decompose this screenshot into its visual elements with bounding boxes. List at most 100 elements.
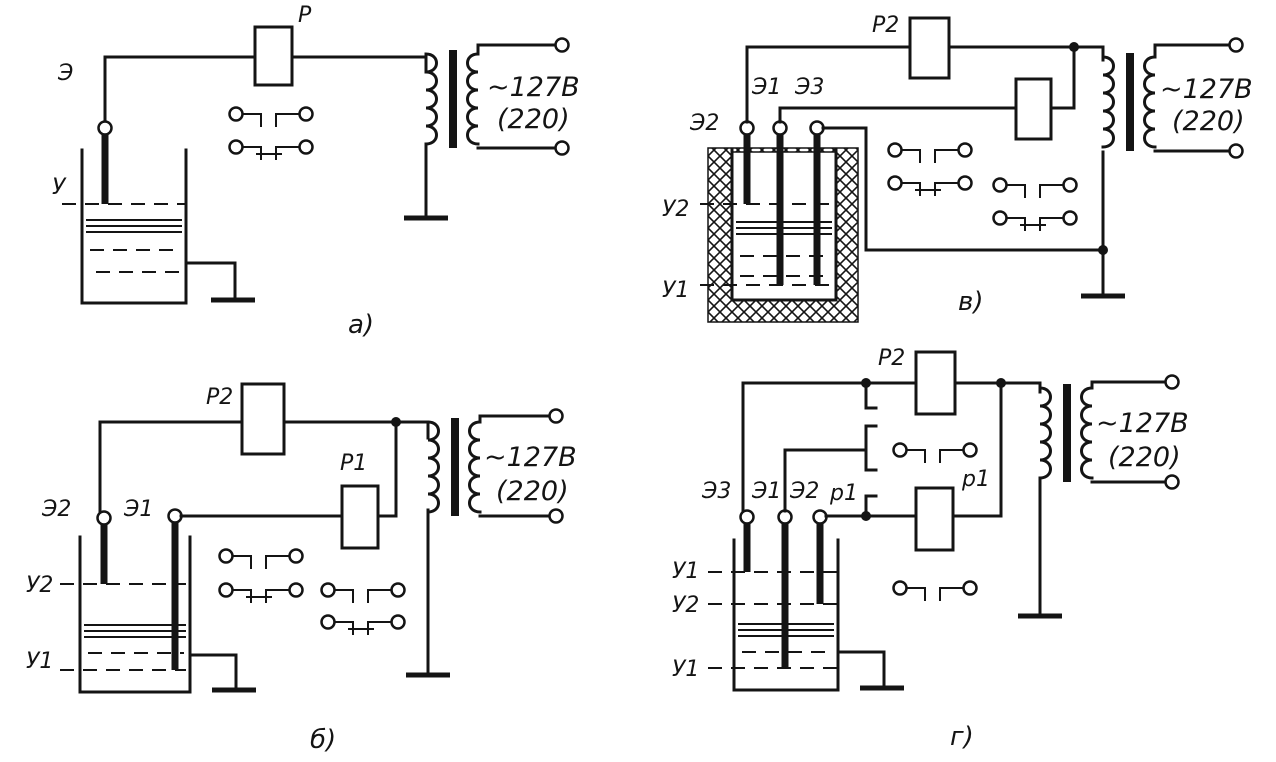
level-1-label: У1 [672, 657, 699, 682]
junction-dot [391, 417, 401, 427]
level-top-label: У1 [672, 559, 699, 584]
wire-tank-ground [188, 653, 238, 692]
panel-caption: б) [310, 725, 336, 755]
relay-2-label: Р2 [872, 13, 899, 38]
supply-terminal-top [554, 37, 570, 53]
panel-v: Р2 ~127В (220) Э1 Э3 Э2 У2 У1 в) [662, 13, 1253, 323]
supply-terminal-top [1228, 37, 1244, 53]
relay-2-coil [240, 382, 286, 456]
voltage-label: ~127В [1160, 74, 1253, 105]
relay-1-label: р1 [961, 467, 990, 492]
electrode-2-label: Э2 [789, 479, 819, 504]
level-1-label: У1 [662, 278, 689, 303]
relay-1-contact-closed [320, 614, 406, 637]
relay-1-coil [1014, 77, 1053, 141]
electrode-3-label: Э3 [701, 479, 731, 504]
wire-e3-return [821, 126, 1105, 252]
relay-2-contact-closed [218, 582, 304, 605]
tank [730, 148, 838, 302]
wire-relay1-junction [1049, 45, 1076, 110]
electrode-2-label: Э2 [689, 111, 719, 136]
voltage-label: ~127В [484, 442, 577, 473]
relay-1-contact-open [320, 582, 406, 605]
supply-terminal-top [548, 408, 564, 424]
voltage-label: ~127В [1096, 408, 1189, 439]
tank [80, 148, 188, 305]
supply-terminal-bottom [1164, 474, 1180, 490]
junction-dot [1069, 42, 1079, 52]
wire-contact-relay2 [864, 381, 878, 410]
wire-e1-contact [783, 424, 868, 513]
relay-2-coil [908, 16, 951, 80]
wire-e2-relay2 [98, 420, 244, 514]
voltage-alt-label: (220) [496, 476, 569, 507]
panel-a: Р ~127В (220) Э У а) [52, 3, 580, 340]
level-2-label: У2 [26, 573, 53, 598]
level-2-label: У2 [662, 197, 689, 222]
relay-2-contact-open [892, 442, 978, 465]
voltage-alt-label: (220) [1172, 106, 1245, 137]
relay-label: Р [298, 3, 312, 28]
level-1-label: У1 [26, 649, 53, 674]
electrode-2-terminal [96, 510, 112, 526]
electrode-1-label: Э1 [751, 479, 781, 504]
wire-tank-ground [836, 650, 886, 690]
wire-secondary [476, 43, 558, 150]
wire-secondary [1153, 43, 1232, 153]
wire-secondary [1090, 380, 1168, 484]
level-label: У [52, 175, 67, 200]
electrode-3-label: Э3 [794, 75, 824, 100]
panel-caption: в) [958, 287, 983, 317]
supply-terminal-bottom [548, 508, 564, 524]
tank [732, 538, 840, 692]
relay-2-coil [914, 350, 957, 416]
relay-1-label: Р1 [340, 451, 367, 476]
voltage-alt-label: (220) [1108, 442, 1181, 473]
relay-1-contact-label: р1 [829, 481, 858, 506]
panel-caption: г) [950, 722, 974, 752]
electrode-1-label: Э1 [751, 75, 781, 100]
transformer [426, 50, 478, 148]
wire-e2-relay2 [745, 45, 912, 124]
transformer [1103, 53, 1155, 151]
transformer [428, 418, 480, 516]
voltage-label: ~127В [487, 72, 580, 103]
relay-1-contact-open [992, 177, 1078, 200]
relay-2-label: Р2 [206, 385, 233, 410]
transformer [1040, 384, 1092, 482]
relay-1-contact-closed [992, 210, 1078, 233]
panel-g: Р2 р1 р1 ~127В (220) Э3 Э1 Э2 У1 У2 У1 г… [672, 346, 1189, 752]
electrode-label: Э [57, 61, 73, 86]
wire-relay2-transformer [947, 45, 1105, 62]
wire-e3-relay2 [741, 381, 918, 513]
electrode-terminal [97, 120, 113, 136]
electrode-3-terminal [739, 509, 755, 525]
wire-contact-relay1 [864, 424, 878, 472]
level-2-label: У2 [672, 593, 699, 618]
supply-terminal-top [1164, 374, 1180, 390]
relay-2-contact-open [218, 548, 304, 571]
junction-dot-relay1 [861, 511, 871, 521]
relay-1-coil [340, 484, 380, 550]
relay-2-label: Р2 [878, 346, 905, 371]
wire-relay-to-transformer [290, 55, 428, 74]
wire-e1-relay1 [778, 106, 1018, 124]
wire-relay2-transformer [282, 420, 430, 440]
relay-coil [253, 25, 294, 87]
relay-1-coil [914, 486, 955, 552]
relay-2-contact-closed [887, 175, 973, 198]
electrode-1-label: Э1 [123, 497, 153, 522]
wire-tank-ground [184, 261, 237, 302]
electrode-2-label: Э2 [41, 497, 71, 522]
panel-caption: а) [348, 310, 374, 340]
supply-terminal-bottom [1228, 143, 1244, 159]
tank [78, 535, 192, 694]
relay-contact-normally-closed [228, 139, 314, 162]
relay-contact-normally-open [228, 106, 314, 129]
relay-1-contact-open [892, 580, 978, 603]
voltage-alt-label: (220) [497, 104, 570, 135]
panel-b: Р2 Р1 ~127В (220) Э2 Э1 У2 У1 б) [26, 382, 577, 755]
junction-dot-lower [1098, 245, 1108, 255]
supply-terminal-bottom [554, 140, 570, 156]
